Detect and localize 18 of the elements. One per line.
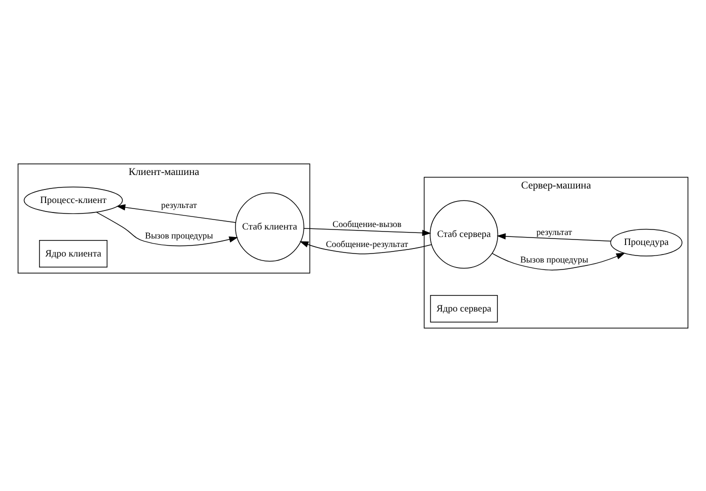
node-ellipse: Процесс-клиент	[24, 186, 123, 214]
arrow	[492, 252, 626, 270]
arrow	[304, 227, 432, 236]
edge-label: результат	[161, 200, 197, 210]
node-box: Ядро клиента	[39, 240, 108, 268]
edge-label: Вызов процедуры	[145, 230, 213, 240]
node-circle: Стаб клиента	[235, 192, 304, 262]
node-ellipse: Процедура	[610, 228, 682, 256]
edge-label: Сообщение-результат	[326, 238, 408, 248]
edge-label: Сообщение-вызов	[332, 218, 402, 228]
edge-label: результат	[536, 226, 572, 236]
arrow	[96, 211, 238, 246]
arrow	[496, 232, 612, 241]
arrow	[116, 204, 236, 222]
node-box: Ядро сервера	[430, 294, 498, 322]
node-circle: Стаб сервера	[430, 200, 498, 268]
arrow	[300, 240, 432, 254]
edge-label: Вызов процедуры	[520, 254, 588, 264]
